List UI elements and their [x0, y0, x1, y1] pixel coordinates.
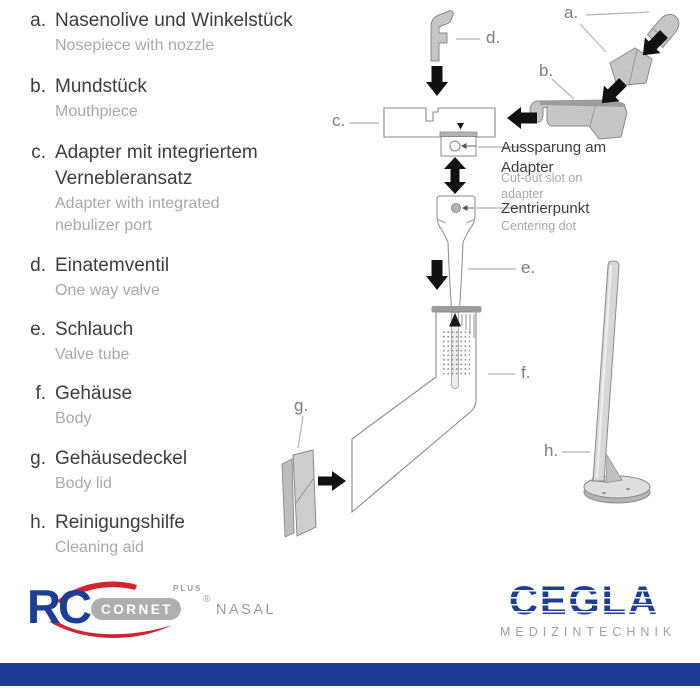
diagram-label-e: e. [521, 258, 536, 277]
part-name-de: Einatemventil [55, 255, 170, 276]
rc-logo-cornet-text: CORNET [101, 601, 173, 617]
part-name-de: Reinigungshilfe [55, 512, 185, 533]
part-name-de: Gehäusedeckel [55, 448, 188, 469]
cegla-logo-subtitle: MEDIZINTECHNIK [500, 625, 677, 639]
part-name-de: Nasenolive und Winkelstück [55, 10, 293, 31]
annotation-centering-en: Centering dot [501, 219, 577, 233]
body-cap [431, 306, 482, 313]
diagram-label-b: b. [539, 61, 554, 80]
arrow-lid-to-body [318, 471, 346, 491]
arrow-angle-to-mouthpiece [601, 78, 627, 104]
arrow-olive-to-angle [642, 30, 668, 56]
arrow-down-e [426, 260, 448, 290]
part-d-one-way-valve-icon [430, 10, 454, 62]
centering-dot-circle [451, 203, 461, 213]
part-name-en: Body [55, 410, 92, 427]
arrow-mouthpiece-to-adapter [507, 107, 537, 129]
port-rim [439, 131, 478, 137]
annotation-cutout-en: Cut-out slot on adapter [501, 171, 583, 201]
part-name-en: Nosepiece with nozzle [55, 37, 215, 54]
rc-logo-swoosh [50, 581, 172, 638]
rc-logo-text: RC [27, 580, 92, 633]
vent-slits [461, 314, 475, 338]
part-name-en: Mouthpiece [55, 103, 138, 120]
part-letter: c. [31, 142, 46, 163]
rc-logo-cornet-pill: CORNET [91, 598, 181, 620]
part-letter: h. [30, 512, 46, 533]
cutout-slot-circle [449, 140, 461, 152]
nebulizer-mesh-dots [443, 330, 470, 375]
part-letter: a. [30, 10, 46, 31]
part-name-de: Schlauch [55, 319, 134, 340]
cegla-logo: CEGLA MEDIZINTECHNIK [500, 579, 677, 639]
swoosh-bottom [50, 618, 172, 638]
swoosh-top [57, 581, 137, 604]
flow-marker [449, 313, 461, 327]
footer-accent-bar [0, 663, 700, 686]
part-name-de: Adapter mit integriertem Vernebleransatz [55, 142, 258, 189]
registered-mark: ® [203, 594, 211, 605]
diagram-label-c: c. [332, 111, 346, 130]
annotation-centering-de: Zentrierpunkt [501, 200, 590, 217]
part-name-de: Gehäuse [55, 383, 133, 404]
part-name-de: Mundstück [55, 76, 147, 97]
cegla-logo-name: CEGLA [509, 579, 659, 623]
annotation-cutout-de: Aussparung am Adapter [501, 139, 607, 176]
rc-logo-plus: PLUS [173, 584, 203, 593]
part-name-en: Cleaning aid [55, 539, 144, 556]
arrow-double-vertical [444, 157, 466, 194]
part-letter: f. [35, 383, 46, 404]
part-h-cleaning-aid-icon [583, 260, 651, 504]
part-letter: g. [30, 448, 46, 469]
part-g-body-lid-icon [281, 449, 317, 538]
diagram-label-h: h. [544, 441, 559, 460]
rc-cornet-logo: RC PLUS CORNET ® NASAL [15, 578, 277, 640]
diagram-label-a: a. [564, 3, 579, 22]
part-b-mouthpiece-icon [529, 99, 628, 140]
alignment-marker [457, 123, 464, 130]
parts-list-item-c: c. Adapter mit integriertem Verneblerans… [14, 140, 285, 237]
part-name-en: One way valve [55, 282, 160, 299]
part-c-adapter-icon [383, 107, 496, 157]
part-name-en: Body lid [55, 475, 112, 492]
arrow-down-d [426, 66, 448, 96]
diagram-label-f: f. [521, 363, 531, 382]
part-letter: d. [30, 255, 46, 276]
part-e-tube-top-icon [436, 195, 476, 308]
diagram-label-g: g. [294, 396, 309, 415]
part-letter: b. [30, 76, 46, 97]
diagram-label-d: d. [486, 28, 501, 47]
part-name-en: Valve tube [55, 346, 130, 363]
rc-logo-nasal: NASAL [216, 602, 277, 618]
assembly-arrows [318, 30, 668, 491]
part-name-en: Adapter with integrated nebulizer port [55, 195, 220, 234]
leader-lines [297, 11, 650, 453]
part-letter: e. [30, 319, 46, 340]
part-f-body-icon [351, 306, 482, 514]
